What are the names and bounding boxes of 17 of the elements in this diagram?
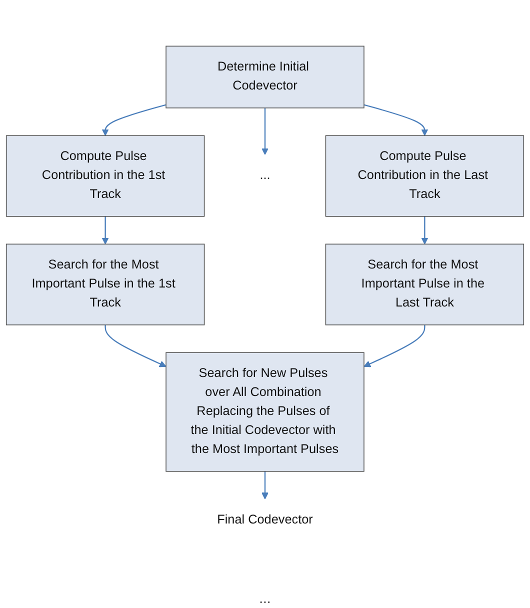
node-text: ...: [260, 168, 270, 182]
arrow: [364, 104, 428, 136]
arrow: [421, 216, 428, 244]
node-box: Determine Initial Codevector: [166, 46, 364, 108]
arrow: [102, 104, 166, 136]
ellipsis-note: ...: [259, 590, 271, 606]
node-box: Compute Pulse Contribution in the 1st Track: [6, 135, 205, 217]
node-box: Search for the Most Important Pulse in the 1st Track: [6, 244, 205, 326]
arrow: [102, 216, 109, 244]
arrow: [262, 108, 268, 155]
arrow: [104, 324, 166, 368]
node-text: Final Codevector: [217, 513, 313, 527]
node-box: Compute Pulse Contribution in the Last Track: [325, 135, 524, 217]
arrow: [262, 471, 268, 500]
arrow: [364, 324, 426, 368]
node-box: Search for New Pulses over All Combination Replacing the Pulses of the Initial Codevector with the Most Important Pulses: [166, 352, 364, 472]
node-box: Search for the Most Important Pulse in the Last Track: [325, 244, 524, 326]
